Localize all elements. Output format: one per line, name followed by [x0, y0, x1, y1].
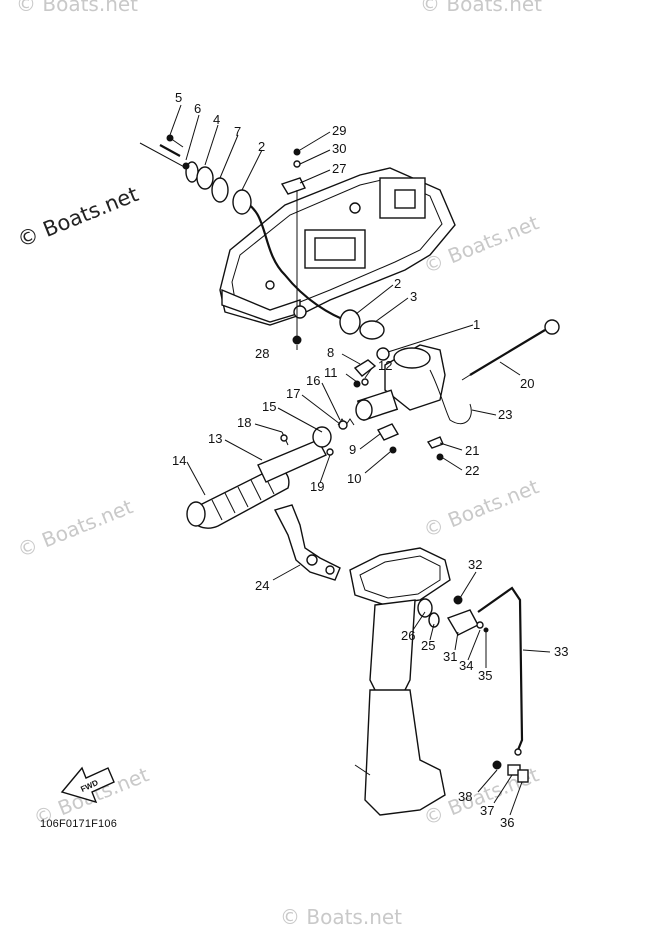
callout: 32 [468, 557, 482, 572]
callout: 26 [401, 628, 415, 643]
callout: 19 [310, 479, 324, 494]
wire [429, 369, 472, 425]
callout: 35 [478, 668, 492, 683]
callout: 14 [172, 453, 186, 468]
callout: 30 [332, 141, 346, 156]
callout: 33 [554, 644, 568, 659]
callout: 36 [500, 815, 514, 830]
callout: 22 [465, 463, 479, 478]
upper-casing [349, 547, 451, 816]
leader-lines [169, 104, 551, 816]
callout: 27 [332, 161, 346, 176]
callout: 34 [459, 658, 473, 673]
callout: 2 [394, 276, 401, 291]
callout: 1 [473, 317, 480, 332]
shift-rod [477, 586, 524, 756]
lever-bracket [446, 595, 489, 636]
callout: 18 [237, 415, 251, 430]
callout: 24 [255, 578, 269, 593]
callout: 15 [262, 399, 276, 414]
callout-labels: 5 6 4 7 2 29 30 27 2 3 28 1 8 11 12 16 1… [172, 90, 568, 830]
callout: 8 [327, 345, 334, 360]
drawing-code: 106F0171F106 [40, 818, 118, 830]
callout: 29 [332, 123, 346, 138]
watermark: © Boats.net [16, 0, 139, 16]
callout: 5 [175, 90, 182, 105]
callout: 16 [306, 373, 320, 388]
callout: 11 [324, 365, 338, 380]
steering-arm [273, 504, 341, 581]
callout: 28 [255, 346, 269, 361]
bottom-cowling [219, 167, 456, 326]
washers [417, 598, 440, 628]
callout: 37 [480, 803, 494, 818]
watermark: © Boats.net [420, 0, 543, 16]
callout: 13 [208, 431, 222, 446]
callout: 12 [378, 358, 392, 373]
rod-connector [492, 760, 529, 783]
callout: 20 [520, 376, 534, 391]
callout: 17 [286, 386, 300, 401]
lower-grommet [292, 309, 385, 345]
clip-bolt [426, 436, 444, 461]
shaft [461, 319, 560, 381]
callout: 7 [234, 124, 241, 139]
throttle-grip [186, 426, 334, 529]
fwd-arrow-icon: FWD [60, 766, 115, 804]
callout: 3 [410, 289, 417, 304]
callout: 31 [443, 649, 457, 664]
callout: 2 [258, 139, 265, 154]
callout: 21 [465, 443, 479, 458]
callout: 25 [421, 638, 435, 653]
friction-plate [353, 359, 377, 388]
callout: 38 [458, 789, 472, 804]
throttle-stop [376, 423, 400, 454]
spring [337, 418, 355, 430]
throttle-cable [139, 134, 351, 324]
steering-bracket [355, 344, 446, 421]
clamp-plate [280, 148, 306, 340]
callout: 4 [213, 112, 220, 127]
callout: 10 [347, 471, 361, 486]
callout: 6 [194, 101, 201, 116]
callout: 23 [498, 407, 512, 422]
callout: 9 [349, 442, 356, 457]
